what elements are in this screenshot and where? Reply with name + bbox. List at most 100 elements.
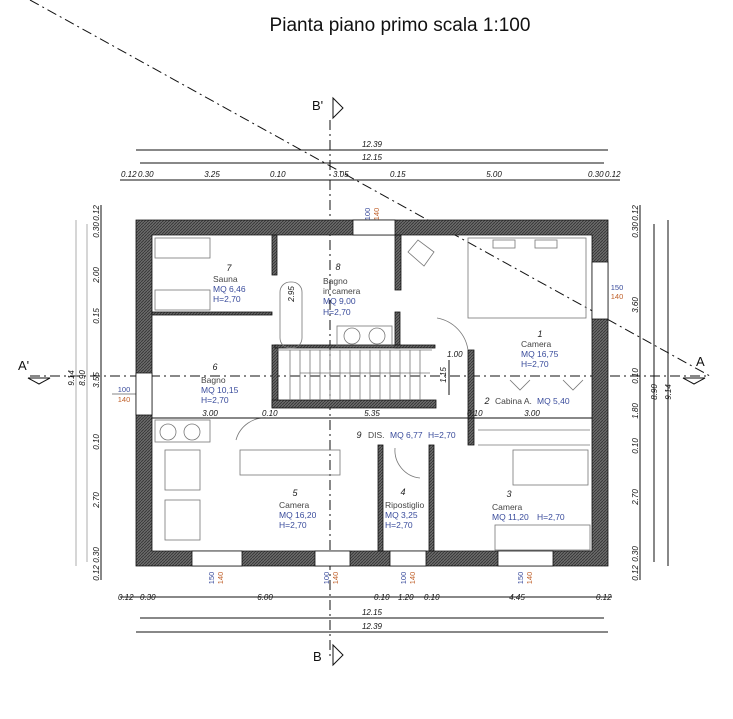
plan-label: 140	[372, 208, 381, 221]
plan-label: 1.15	[439, 367, 448, 383]
plan-label: 150	[207, 572, 216, 585]
dim-label: 0.12	[631, 565, 640, 581]
plan-label: MQ 6,46	[213, 284, 246, 294]
dim-label: 0.10	[631, 368, 640, 384]
dim-label: 3.60	[631, 297, 640, 313]
dim-label: 0.12	[605, 170, 621, 179]
room-camera-5: 5 Camera MQ 16,20 H=2,70	[279, 488, 317, 530]
plan-label: Sauna	[213, 274, 238, 284]
dim-label: 0.12	[596, 593, 612, 602]
plan-label: H=2,70	[279, 520, 307, 530]
plan-label: MQ 3,25	[385, 510, 418, 520]
plan-label: H=2,70	[428, 430, 456, 440]
window-openings	[135, 219, 609, 567]
dim-label: 12.39	[362, 140, 383, 149]
plan-label: H=2,70	[537, 512, 565, 522]
plan-label: Bagno	[201, 375, 226, 385]
dim-label: 0.12	[121, 170, 137, 179]
plan-label: Camera	[521, 339, 552, 349]
dim-label: 2.00	[92, 267, 101, 284]
room-sauna-7: 7 Sauna MQ 6,46 H=2,70	[213, 263, 246, 304]
dim-label: 3.25	[204, 170, 220, 179]
plan-label: 9	[356, 430, 361, 440]
dim-label: 0.15	[390, 170, 406, 179]
dim-label: 4.45	[509, 593, 525, 602]
plan-label: MQ 9,00	[323, 296, 356, 306]
plan-label: 3	[506, 489, 511, 499]
plan-title: Pianta piano primo scala 1:100	[270, 15, 531, 36]
dim-label: 9.14	[664, 384, 673, 400]
plan-label: 2	[483, 396, 489, 406]
dim-label: 0.30	[138, 170, 154, 179]
dim-label: 12.15	[362, 608, 383, 617]
dim-label: 0.15	[92, 308, 101, 324]
dim-label: 0.12	[92, 565, 101, 581]
plan-label: MQ 5,40	[537, 396, 570, 406]
plan-label: H=2,70	[323, 307, 351, 317]
dim-label: 2.70	[92, 492, 101, 509]
dim-label: 0.30	[92, 222, 101, 238]
plan-label: 8	[335, 262, 340, 272]
plan-label: Ripostiglio	[385, 500, 424, 510]
plan-label: 6	[212, 362, 217, 372]
dimensions-left: 9.14 8.90 0.12 0.30 2.00 0.15 3.55 0.10 …	[67, 205, 102, 581]
plan-label: 140	[118, 395, 131, 404]
dim-label: 1.20	[398, 593, 414, 602]
plan-label: 100	[363, 208, 372, 221]
plan-label: 140	[331, 572, 340, 585]
dim-label: 0.30	[140, 593, 156, 602]
plan-label: 7	[226, 263, 232, 273]
plan-label: 4	[400, 487, 405, 497]
dim-label: 0.10	[631, 438, 640, 454]
plan-label: 0.10	[262, 409, 278, 418]
section-label-a-right: A	[696, 354, 705, 369]
plan-label: Camera	[492, 502, 523, 512]
plan-label: H=2,70	[521, 359, 549, 369]
plan-label: 100	[118, 385, 131, 394]
plan-label: H=2,70	[213, 294, 241, 304]
dim-label: 0.10	[374, 593, 390, 602]
dim-label: 0.12	[118, 593, 134, 602]
dim-label: 8.90	[650, 384, 659, 400]
plan-label: DIS.	[368, 430, 385, 440]
dimensions-inner: 2.95 1.00 1.15 3.00 0.10 5.35 0.10 3.00	[152, 286, 592, 419]
plan-label: 140	[611, 292, 624, 301]
dim-label: 9.14	[67, 370, 76, 386]
dim-label: 12.15	[362, 153, 383, 162]
dim-label: 0.30	[92, 547, 101, 563]
dim-label: 0.10	[270, 170, 286, 179]
plan-label: 5.35	[364, 409, 380, 418]
plan-label: 100	[322, 572, 331, 585]
room-bagno-6: 6 Bagno MQ 10,15 H=2,70	[201, 362, 239, 405]
plan-label: Bagno	[323, 276, 348, 286]
plan-label: 0.10	[467, 409, 483, 418]
dim-label: 0.30	[588, 170, 604, 179]
room-camera-3: 3 Camera MQ 11,20 H=2,70	[492, 489, 565, 522]
dimensions-bottom: 0.12 0.30 6.00 0.10 1.20 0.10 4.45 0.12 …	[118, 593, 612, 633]
dim-label: 0.12	[92, 205, 101, 221]
plan-label: H=2,70	[201, 395, 229, 405]
dim-label: 3.05	[333, 170, 349, 179]
walls	[135, 219, 609, 567]
dim-label: 12.39	[362, 622, 383, 631]
plan-label: 100	[399, 572, 408, 585]
plan-label: 2.95	[287, 286, 296, 303]
dimensions-right: 8.90 9.14 0.12 0.30 3.60 0.10 1.80 0.10 …	[631, 205, 673, 581]
plan-label: 1	[537, 329, 542, 339]
plan-label: MQ 11,20	[492, 512, 529, 522]
plan-label: 150	[611, 283, 624, 292]
dimensions-top: 12.39 12.15 0.12 0.30 3.25 0.10 3.05 0.1…	[120, 140, 621, 181]
plan-label: Camera	[279, 500, 310, 510]
dim-label: 1.80	[631, 403, 640, 419]
room-cabina-2: 2 Cabina A. MQ 5,40	[483, 396, 569, 406]
section-label-b-top: B'	[312, 98, 323, 113]
dim-label: 6.00	[257, 593, 273, 602]
plan-label: MQ 16,75	[521, 349, 559, 359]
plan-label: 3.00	[202, 409, 218, 418]
dim-label: 0.12	[631, 205, 640, 221]
plan-label: MQ 16,20	[279, 510, 317, 520]
room-bagno-in-camera-8: 8 Bagno in camera MQ 9,00 H=2,70	[323, 262, 361, 317]
section-label-a-left: A'	[18, 358, 29, 373]
